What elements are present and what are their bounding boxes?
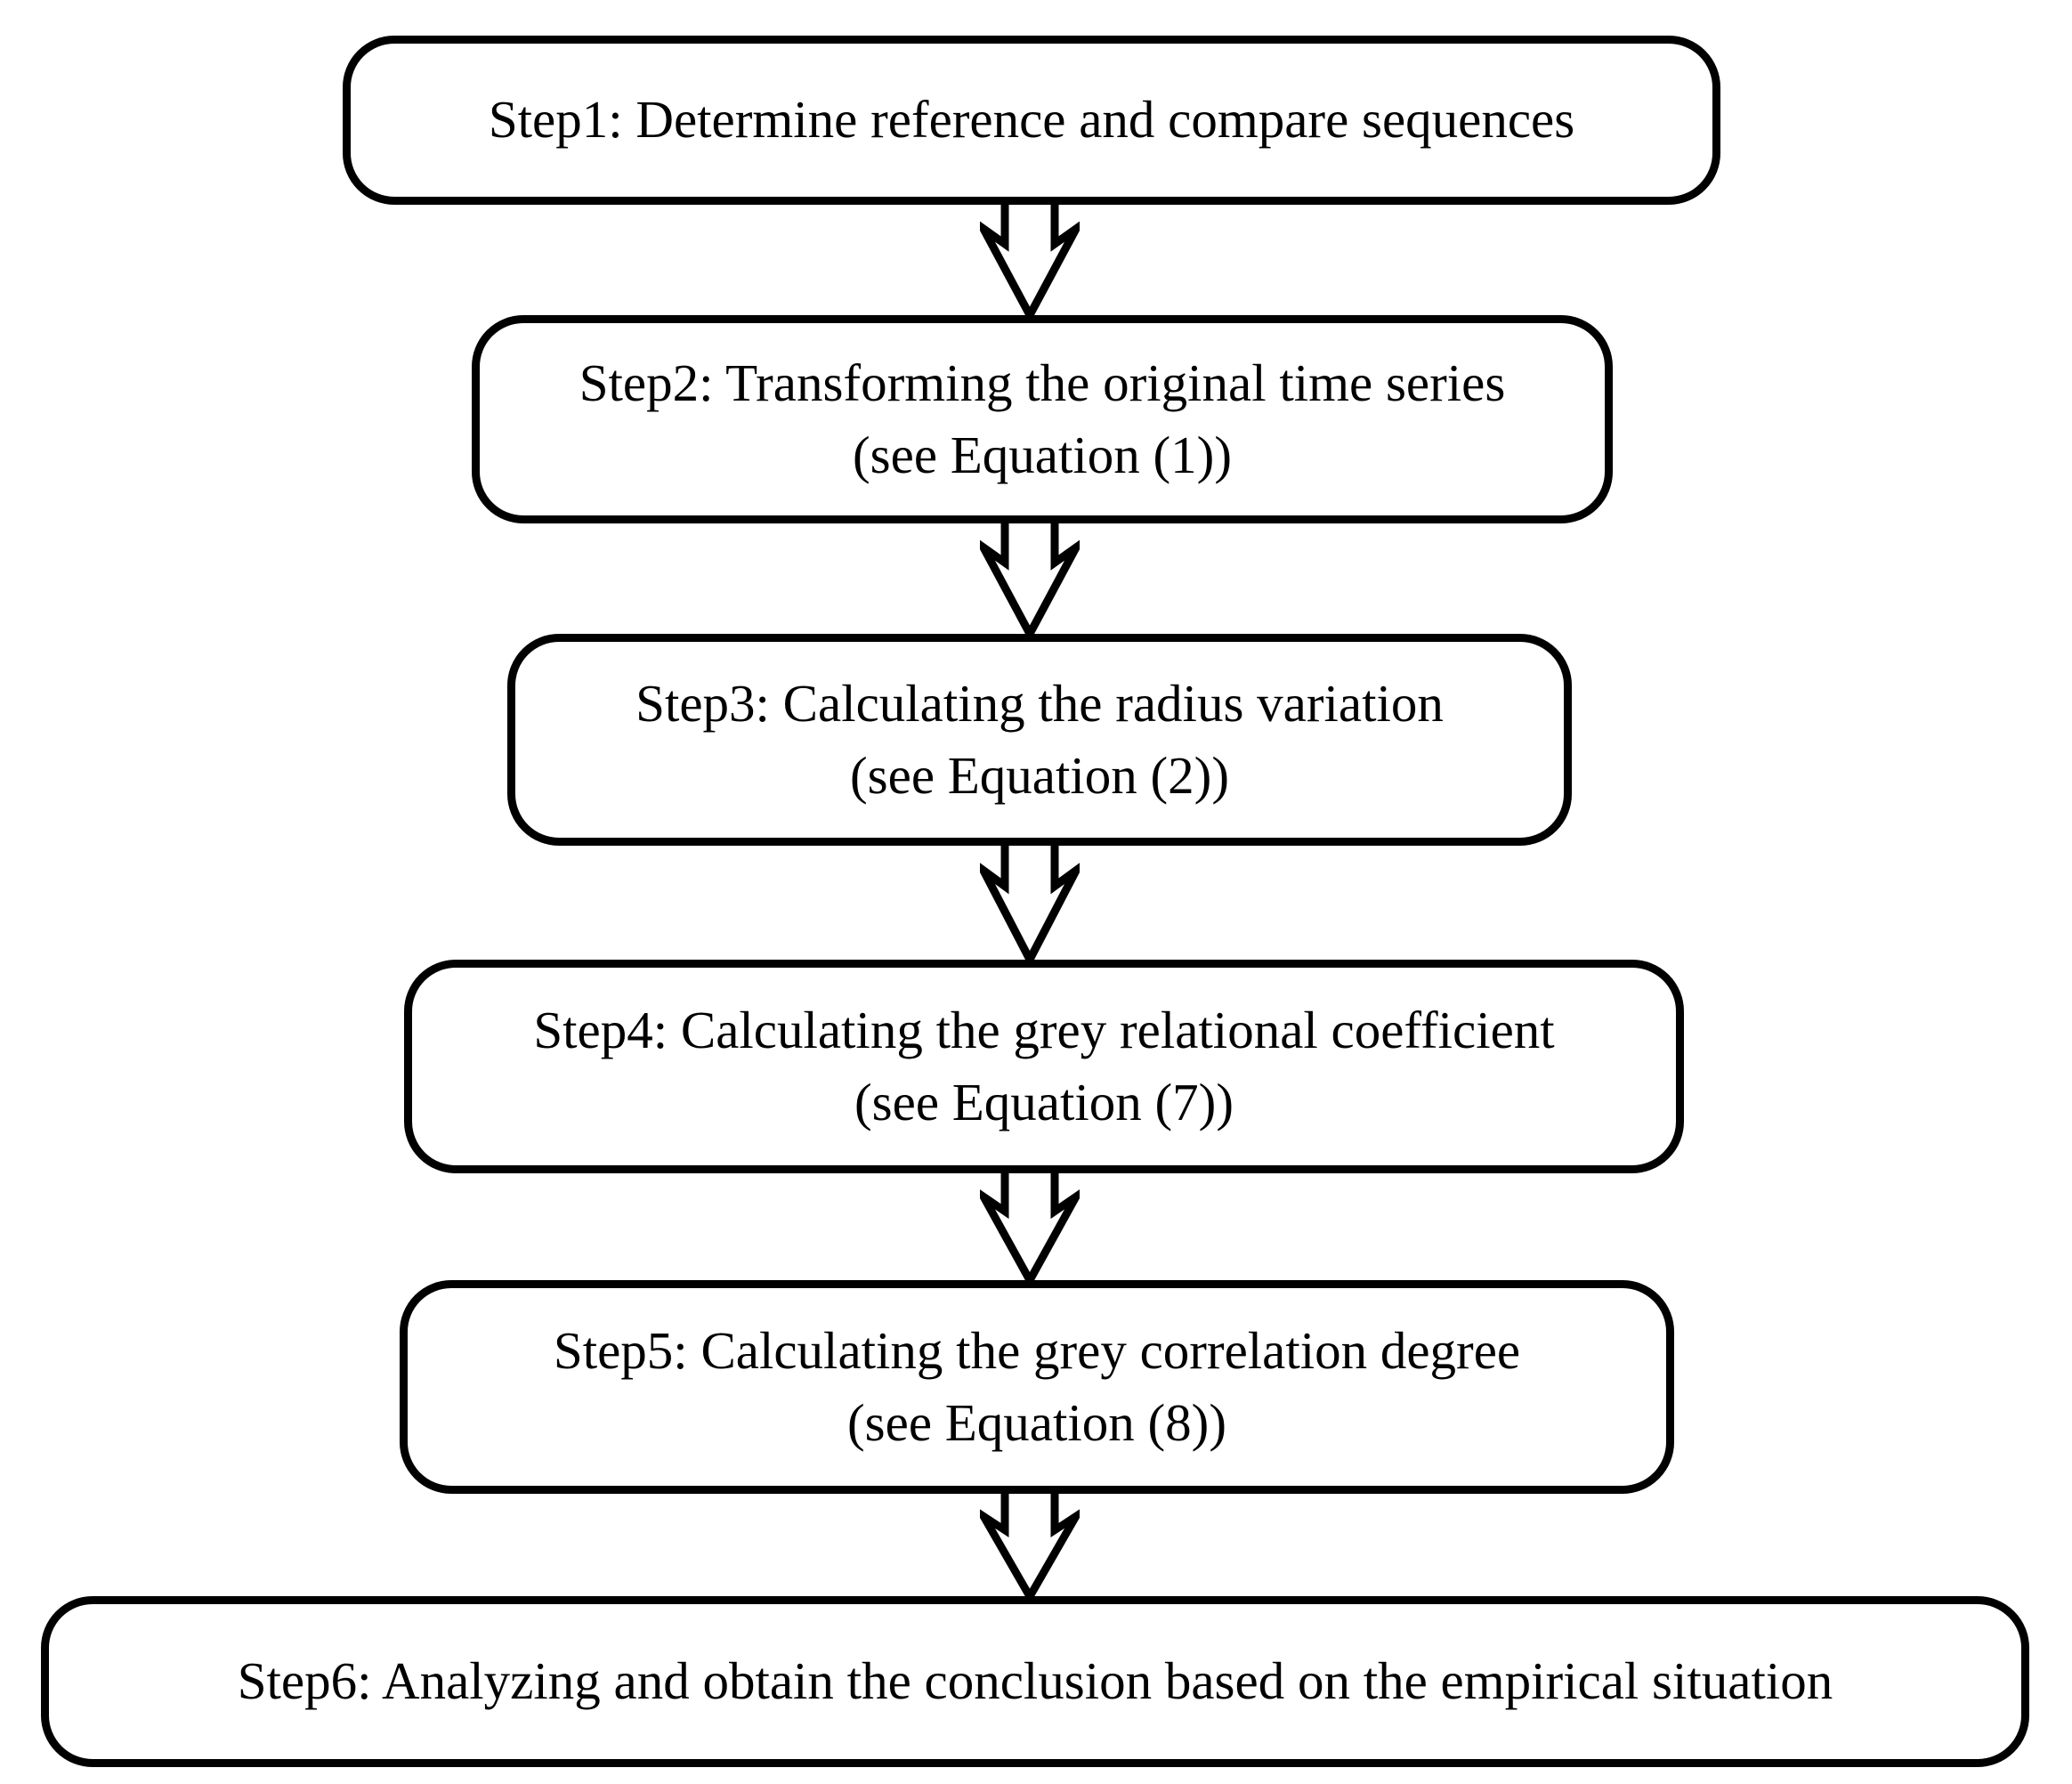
flow-step-3-box: Step3: Calculating the radius variation … — [507, 634, 1572, 846]
arrow-down-icon — [980, 1173, 1080, 1285]
arrow-down-icon — [980, 846, 1080, 965]
flow-step-3-text: Step3: Calculating the radius variation — [635, 673, 1444, 733]
flow-step-5-note: (see Equation (8)) — [847, 1393, 1226, 1452]
flow-step-5-text: Step5: Calculating the grey correlation … — [553, 1320, 1521, 1380]
flow-step-1-text: Step1: Determine reference and compare s… — [488, 90, 1575, 150]
flow-step-2-text: Step2: Transforming the original time se… — [579, 353, 1506, 412]
flow-step-6-box: Step6: Analyzing and obtain the conclusi… — [41, 1596, 2029, 1767]
flow-step-3-note: (see Equation (2)) — [850, 746, 1229, 805]
flow-step-4-box: Step4: Calculating the grey relational c… — [404, 960, 1684, 1173]
flow-step-6-text: Step6: Analyzing and obtain the conclusi… — [237, 1651, 1833, 1711]
arrow-down-icon — [980, 523, 1080, 639]
flow-step-1-box: Step1: Determine reference and compare s… — [343, 36, 1720, 205]
arrow-down-icon — [980, 1494, 1080, 1602]
flow-step-5-box: Step5: Calculating the grey correlation … — [400, 1280, 1674, 1494]
flow-step-4-text: Step4: Calculating the grey relational c… — [533, 1000, 1555, 1059]
arrow-down-icon — [980, 205, 1080, 320]
flow-step-2-note: (see Equation (1)) — [853, 426, 1232, 484]
flow-step-2-box: Step2: Transforming the original time se… — [472, 315, 1613, 523]
flow-step-4-note: (see Equation (7)) — [854, 1073, 1234, 1131]
